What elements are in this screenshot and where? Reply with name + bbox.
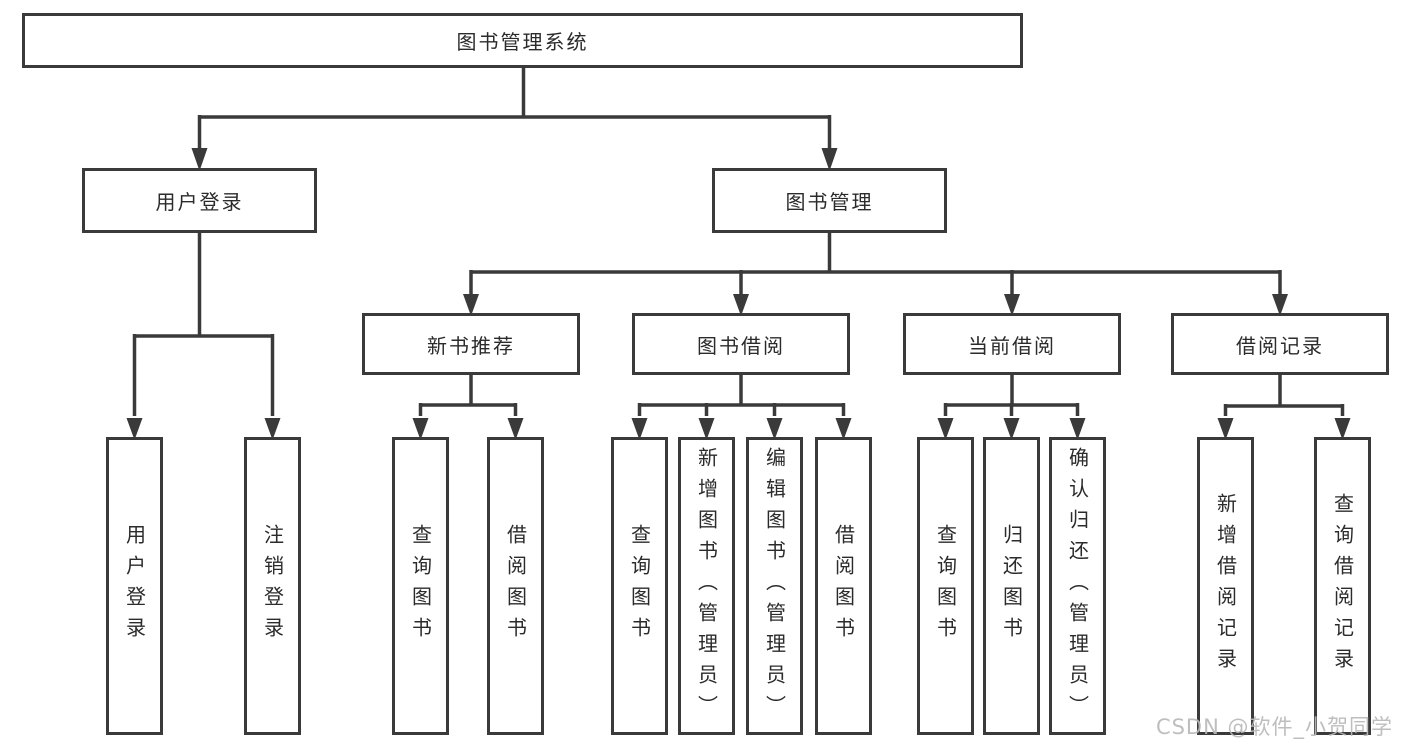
leaf-borrow-borrow-book: 借阅图书 [815,437,872,735]
leaf-user-login-label: 用户登录 [122,524,147,648]
leaf-newbooks-borrow-book: 借阅图书 [487,437,544,735]
leaf-user-login: 用户登录 [106,437,163,735]
node-book-management: 图书管理 [712,168,947,233]
leaf-newbooks-query-book-label: 查询图书 [408,524,433,648]
leaf-newbooks-query-book: 查询图书 [392,437,449,735]
leaf-current-confirm-return-admin: 确认归还（管理员） [1049,437,1106,735]
node-borrow-records: 借阅记录 [1171,313,1389,375]
leaf-borrow-edit-book-admin: 编辑图书（管理员） [746,437,803,735]
leaf-borrow-query-book: 查询图书 [611,437,668,735]
leaf-borrow-edit-book-admin-label: 编辑图书（管理员） [762,446,787,726]
node-book-borrow: 图书借阅 [632,313,850,375]
node-current-borrow: 当前借阅 [903,313,1121,375]
leaf-borrow-add-book-admin-label: 新增图书（管理员） [694,446,719,726]
node-root: 图书管理系统 [22,13,1023,68]
leaf-borrow-add-book-admin: 新增图书（管理员） [678,437,735,735]
node-new-book-recommend: 新书推荐 [362,313,580,375]
leaf-records-add-record-label: 新增借阅记录 [1213,493,1238,679]
leaf-records-query-record-label: 查询借阅记录 [1330,493,1355,679]
node-user-login: 用户登录 [82,168,317,233]
leaf-borrow-query-book-label: 查询图书 [627,524,652,648]
csdn-watermark: CSDN @软件_小贺同学 [1155,715,1393,739]
leaf-logout-label: 注销登录 [260,524,285,648]
leaf-records-add-record: 新增借阅记录 [1197,437,1254,735]
leaf-current-return-book-label: 归还图书 [999,524,1024,648]
leaf-current-query-book: 查询图书 [917,437,974,735]
leaf-newbooks-borrow-book-label: 借阅图书 [503,524,528,648]
leaf-current-query-book-label: 查询图书 [933,524,958,648]
leaf-current-confirm-return-admin-label: 确认归还（管理员） [1065,446,1090,726]
leaf-current-return-book: 归还图书 [983,437,1040,735]
leaf-records-query-record: 查询借阅记录 [1314,437,1371,735]
leaf-logout: 注销登录 [244,437,301,735]
leaf-borrow-borrow-book-label: 借阅图书 [831,524,856,648]
